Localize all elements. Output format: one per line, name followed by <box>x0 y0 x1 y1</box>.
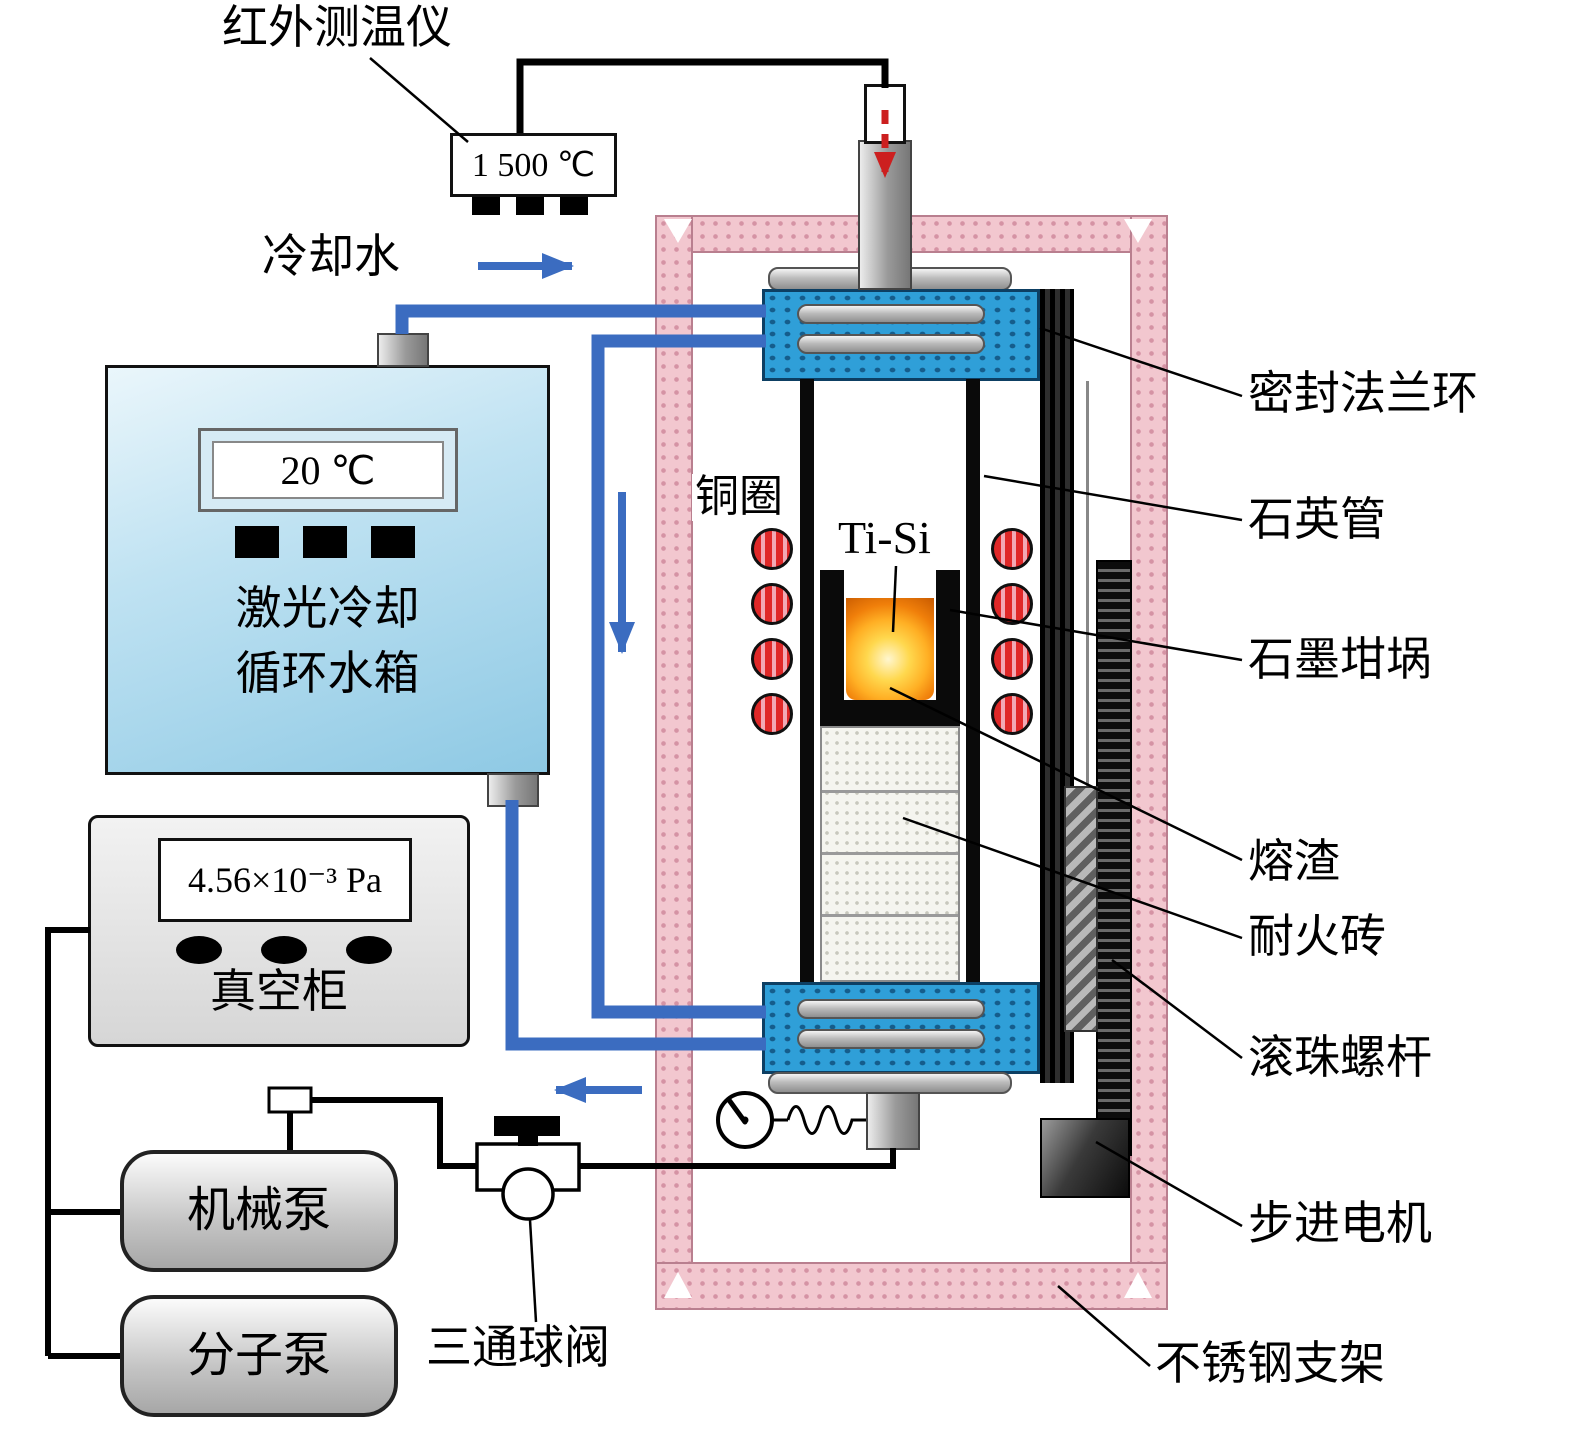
frame-bottom-bar <box>655 1262 1168 1310</box>
vacuum-cabinet-label: 真空柜 <box>210 966 348 1017</box>
chiller-label-line2: 循环水箱 <box>235 648 420 699</box>
leader-sealing-flange <box>1039 326 1243 398</box>
copper-coil-turn <box>751 528 793 570</box>
thermometer-cable <box>516 58 889 133</box>
ti-si-label: Ti-Si <box>836 512 933 563</box>
leader-graphite-crucible <box>949 608 1243 662</box>
leader-quartz-tube <box>983 474 1243 522</box>
stepper-motor-block <box>1040 1118 1130 1198</box>
bottom-shaft <box>866 1092 920 1150</box>
vacuum-cabinet-knob <box>346 936 392 964</box>
gauge-hub <box>741 1116 749 1124</box>
ball-screw-label: 滚珠螺杆 <box>1248 1032 1432 1083</box>
brick-joint <box>822 914 958 917</box>
vacuum-pressure-value: 4.56×10⁻³ Pa <box>187 860 383 900</box>
coolant-downcomer-pipe <box>591 334 766 1019</box>
top-flange-channel <box>797 304 985 324</box>
leader-three-way-valve <box>528 1219 538 1323</box>
tank-top-pipe-fitting <box>377 333 429 367</box>
infrared-temp-value: 1 500 ℃ <box>471 147 596 184</box>
quartz-tube-label: 石英管 <box>1248 494 1386 545</box>
chiller-temp-value: 20 ℃ <box>280 447 376 493</box>
screw-carriage <box>1064 786 1098 1032</box>
copper-coil-turn <box>991 528 1033 570</box>
chiller-button <box>235 526 279 558</box>
quartz-tube-wall-left <box>800 379 814 983</box>
valve-handle <box>494 1116 560 1136</box>
vacuum-cabinet-knob <box>261 936 307 964</box>
frame-corner-notch <box>1124 219 1152 243</box>
thermometer-foot <box>516 197 544 215</box>
copper-coil-turn <box>751 583 793 625</box>
top-flange-channel <box>797 334 985 354</box>
frame-left-bar <box>655 215 693 1310</box>
molecular-pump-label: 分子泵 <box>186 1328 331 1382</box>
copper-coil-turn <box>991 638 1033 680</box>
leader-infrared-thermometer <box>369 57 469 143</box>
three-way-valve-label: 三通球阀 <box>426 1322 610 1373</box>
leader-stainless-frame <box>1057 1285 1151 1367</box>
thermometer-foot <box>560 197 588 215</box>
copper-coil-turn <box>751 638 793 680</box>
leader-ball-screw <box>1111 959 1243 1059</box>
stainless-frame-label: 不锈钢支架 <box>1155 1338 1385 1389</box>
infrared-thermometer-box: 1 500 ℃ <box>450 133 617 197</box>
leader-stepper-motor <box>1095 1140 1243 1228</box>
leader-ti-si <box>891 565 898 633</box>
copper-coil-label: 铜圈 <box>692 473 786 521</box>
three-way-valve-ball <box>501 1167 555 1221</box>
bottom-flange-channel <box>797 1029 985 1049</box>
brick-joint <box>822 852 958 855</box>
frame-corner-notch <box>664 1272 692 1298</box>
copper-coil-turn <box>991 583 1033 625</box>
stepper-motor-label: 步进电机 <box>1248 1198 1432 1249</box>
graphite-crucible-bottom <box>820 700 960 726</box>
slag-label: 熔渣 <box>1248 836 1340 887</box>
infrared-thermometer-label: 红外测温仪 <box>222 2 452 53</box>
valve-handle-stem <box>518 1134 538 1146</box>
coolant-return-pipe <box>505 800 766 1051</box>
bottom-sealing-flange <box>762 982 1040 1074</box>
bottom-flange-channel <box>797 999 985 1019</box>
valve-to-chamber-line <box>578 1148 896 1169</box>
pump-tee-fitting <box>267 1086 313 1114</box>
mechanical-pump-label: 机械泵 <box>186 1183 331 1237</box>
chiller-button <box>303 526 347 558</box>
chiller-button <box>371 526 415 558</box>
copper-coil-turn <box>751 693 793 735</box>
brick-joint <box>822 790 958 793</box>
ti-si-melt <box>846 598 934 700</box>
graphite-crucible-label: 石墨坩埚 <box>1248 634 1432 685</box>
coolant-supply-pipe <box>395 304 766 334</box>
cooling-water-label: 冷却水 <box>262 231 400 282</box>
chiller-temp-display: 20 ℃ <box>212 441 444 499</box>
leader-refractory-brick <box>902 816 1243 940</box>
frame-corner-notch <box>664 219 692 243</box>
vacuum-bus-line <box>45 927 90 1356</box>
frame-corner-notch <box>1124 1272 1152 1298</box>
molecular-pump: 分子泵 <box>120 1295 398 1417</box>
leader-slag <box>889 686 1243 862</box>
refractory-brick-label: 耐火砖 <box>1248 911 1386 962</box>
thermometer-foot <box>472 197 500 215</box>
guide-rod <box>1086 381 1089 982</box>
chiller-label-line1: 激光冷却 <box>235 583 420 634</box>
pump-to-valve-line <box>312 1097 478 1169</box>
refractory-brick-stack <box>820 726 960 982</box>
gauge-coil-tube <box>786 1105 866 1135</box>
quartz-tube-wall-right <box>966 379 980 983</box>
vacuum-pressure-display: 4.56×10⁻³ Pa <box>158 838 412 922</box>
sealing-flange-label: 密封法兰环 <box>1248 368 1478 419</box>
copper-coil-turn <box>991 693 1033 735</box>
vacuum-cabinet-knob <box>176 936 222 964</box>
mechanical-pump: 机械泵 <box>120 1150 398 1272</box>
